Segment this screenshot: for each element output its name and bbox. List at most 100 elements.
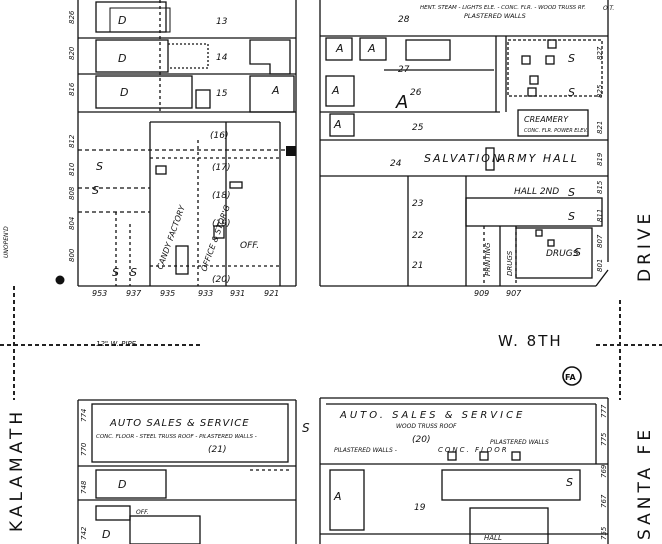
nw-labels: 13 14 15 (16) (17) (18) (19) (20) CANDY … bbox=[155, 17, 259, 285]
creamery-note: CONC. FLR. POWER ELEV. bbox=[524, 128, 588, 134]
addr-811: 811 bbox=[596, 209, 604, 222]
letter-s: S bbox=[574, 246, 581, 259]
letter-s: S bbox=[112, 266, 119, 279]
letter-s: S bbox=[130, 266, 137, 279]
letter-d: D bbox=[120, 86, 128, 99]
addr-935: 935 bbox=[160, 289, 175, 298]
address-numbers-south: 774 770 748 742 777 775 769 767 755 bbox=[80, 404, 608, 540]
lot-24: 24 bbox=[390, 159, 402, 169]
addr-826: 826 bbox=[68, 10, 76, 24]
address-numbers-north: 953 937 935 933 931 921 909 907 bbox=[92, 289, 522, 298]
ne-labels: HENT. STEAM - LIGHTS ELE. - CONC. FLR. -… bbox=[390, 5, 614, 276]
lot-18: (18) bbox=[212, 191, 230, 201]
lot-15: 15 bbox=[216, 89, 228, 99]
addr-907: 907 bbox=[506, 289, 522, 298]
addr-767: 767 bbox=[600, 494, 608, 508]
auto-sales-east-note: WOOD TRUSS ROOF bbox=[396, 423, 457, 430]
lot-19-south: 19 bbox=[414, 503, 426, 513]
addr-801: 801 bbox=[596, 259, 604, 272]
addr-819: 819 bbox=[596, 152, 604, 166]
hall-south: HALL bbox=[484, 534, 502, 542]
south-west-block bbox=[77, 399, 297, 544]
addr-807: 807 bbox=[596, 234, 604, 248]
addr-777: 777 bbox=[600, 404, 608, 418]
lot-16: (16) bbox=[210, 131, 228, 141]
addr-953: 953 bbox=[92, 289, 107, 298]
auto-sales-west-note: CONC. FLOOR - STEEL TRUSS ROOF - PILASTE… bbox=[96, 434, 257, 440]
addr-769: 769 bbox=[600, 464, 608, 478]
addr-931: 931 bbox=[230, 289, 245, 298]
plastered-walls-south-2: PILASTERED WALLS bbox=[490, 439, 549, 446]
addr-804: 804 bbox=[68, 217, 76, 230]
street-santa-fe: SANTA FE bbox=[635, 426, 655, 540]
letter-a-south: A bbox=[333, 490, 342, 503]
addr-815: 815 bbox=[596, 180, 604, 194]
letter-s: S bbox=[92, 184, 99, 197]
letter-d: D bbox=[118, 14, 126, 27]
lot-13: 13 bbox=[216, 17, 228, 27]
addr-827: 827 bbox=[596, 46, 604, 60]
letter-a: A bbox=[271, 84, 280, 97]
letter-d-south: D bbox=[118, 478, 126, 491]
letter-s: S bbox=[568, 210, 575, 223]
south-east-block bbox=[319, 397, 609, 544]
north-east-block bbox=[319, 0, 609, 287]
unopened-label: UNOPEN'D bbox=[3, 226, 10, 258]
auto-sales-east: AUTO. SALES & SERVICE bbox=[339, 410, 525, 421]
addr-820: 820 bbox=[68, 46, 76, 60]
addr-748: 748 bbox=[80, 480, 88, 494]
creamery-label: CREAMERY bbox=[524, 115, 569, 124]
water-pipe-label: 12" W. PIPE bbox=[96, 340, 137, 348]
lot-14: 14 bbox=[216, 53, 228, 63]
lot-21: 21 bbox=[412, 261, 423, 271]
letter-s-south: S bbox=[302, 421, 310, 435]
hall-2nd-label: HALL 2ND bbox=[514, 187, 559, 197]
letter-a: A bbox=[333, 118, 342, 131]
addr-937: 937 bbox=[126, 289, 142, 298]
addr-825: 825 bbox=[596, 84, 604, 98]
address-columns-north: 826 820 816 812 810 808 804 800 827 825 … bbox=[68, 10, 604, 272]
letter-d: D bbox=[118, 52, 126, 65]
letter-d-south: D bbox=[102, 528, 110, 541]
auto-sales-west: AUTO SALES & SERVICE bbox=[109, 418, 250, 429]
printing-label: PRINTING bbox=[484, 242, 492, 276]
addr-921: 921 bbox=[264, 289, 279, 298]
letter-a: A bbox=[335, 42, 344, 55]
lot-22: 22 bbox=[412, 231, 424, 241]
street-w-8th: W. 8TH bbox=[498, 332, 563, 350]
hydrant-icon bbox=[55, 275, 65, 285]
addr-775: 775 bbox=[600, 432, 608, 446]
north-west-block bbox=[77, 0, 297, 287]
conc-floor-south: CONC. FLOOR bbox=[438, 446, 509, 454]
off-south: OFF. bbox=[136, 509, 149, 516]
street-kalamath: KALAMATH bbox=[7, 408, 27, 532]
addr-808: 808 bbox=[68, 186, 76, 200]
street-lines bbox=[0, 286, 662, 400]
letter-s: S bbox=[96, 160, 103, 173]
drugs-label-2: DRUGS bbox=[506, 250, 514, 276]
addr-933: 933 bbox=[198, 289, 213, 298]
lot-21-south: (21) bbox=[208, 445, 226, 455]
lot-17: (17) bbox=[212, 163, 230, 173]
street-drive: DRIVE bbox=[635, 210, 655, 282]
letter-s-south: S bbox=[566, 476, 573, 489]
oil-tank-label: O.T. bbox=[603, 5, 614, 12]
letter-a: A bbox=[367, 42, 376, 55]
plastered-walls-south: PILASTERED WALLS - bbox=[334, 447, 397, 454]
letter-a: A bbox=[331, 84, 340, 97]
fire-alarm-label: FA bbox=[565, 373, 577, 382]
addr-755: 755 bbox=[600, 526, 608, 540]
lot-20-south: (20) bbox=[412, 435, 430, 445]
lot-27: 27 bbox=[398, 65, 410, 75]
addr-909: 909 bbox=[474, 289, 489, 298]
addr-812: 812 bbox=[68, 134, 76, 148]
army-hall-label: ARMY HALL bbox=[497, 152, 579, 165]
heat-note: HENT. STEAM - LIGHTS ELE. - CONC. FLR. -… bbox=[420, 5, 586, 11]
building-letters-north: D D D A A A A A A S S S S S S S S S bbox=[92, 14, 581, 279]
lot-20: (20) bbox=[212, 275, 230, 285]
fire-alarm-icon bbox=[562, 366, 582, 386]
lot-23: 23 bbox=[412, 199, 424, 209]
candy-factory-label: CANDY FACTORY bbox=[155, 203, 187, 271]
letter-s: S bbox=[568, 186, 575, 199]
plastered-note: PLASTERED WALLS bbox=[464, 12, 526, 20]
